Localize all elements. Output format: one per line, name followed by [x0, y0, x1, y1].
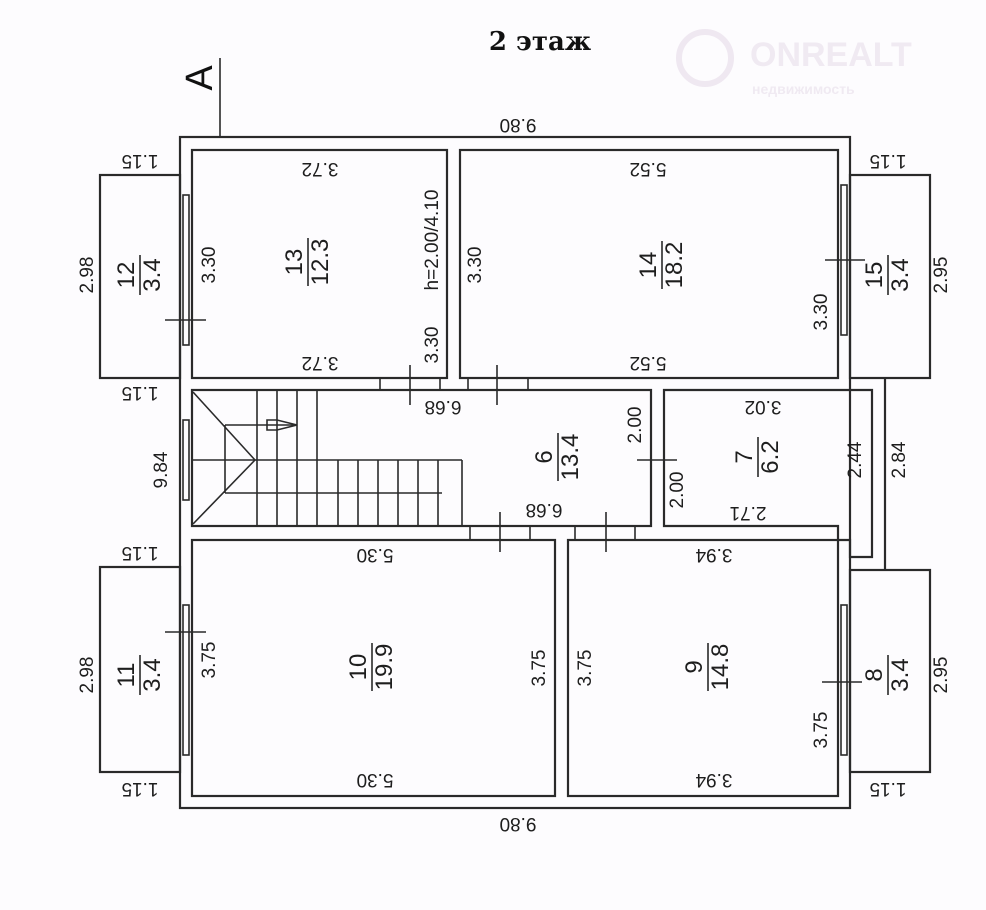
rooms-r12-area: 3.4 — [139, 258, 166, 291]
dims-r7-top: 3.02 — [745, 396, 782, 417]
dims-r7-right: 2.44 — [845, 441, 866, 478]
rooms-r12-num: 12 — [113, 262, 140, 289]
windows — [182, 184, 848, 756]
dims-r10-top: 5.30 — [357, 544, 394, 565]
dims-bal-br-bottom: 1.15 — [870, 778, 907, 799]
rooms-r6-num: 6 — [531, 450, 558, 463]
rooms-r7-area: 6.2 — [757, 440, 784, 473]
dims-bal-tl-bottom: 1.15 — [122, 382, 159, 403]
dims-r14-right: 3.30 — [811, 294, 832, 331]
balcony-8 — [848, 568, 932, 774]
rooms-r8-num: 8 — [861, 668, 888, 681]
rooms-r14-area: 18.2 — [661, 242, 688, 289]
watermark-brand: ONREALT — [750, 36, 912, 74]
dimensions: 9.80 9.80 1.15 1.15 1.15 1.15 1.15 1.15 … — [77, 114, 952, 834]
rooms-r9-area: 14.8 — [707, 644, 734, 691]
dims-bal8-len: 2.95 — [931, 657, 952, 694]
dims-r13-top: 3.72 — [302, 158, 339, 179]
watermark-tagline: недвижимость — [752, 81, 855, 97]
dims-bal15-len: 2.95 — [931, 257, 952, 294]
rooms-r6-area: 13.4 — [557, 434, 584, 481]
watermark: ONREALT недвижимость — [676, 29, 912, 97]
dims-r14-bottom: 5.52 — [630, 352, 667, 373]
dims-r13-right: 3.30 — [422, 327, 443, 364]
dims-bal12-len: 2.98 — [77, 257, 98, 294]
stair-arrow-icon — [266, 419, 298, 431]
room-13 — [190, 148, 449, 380]
axis-label: A — [179, 65, 221, 91]
rooms-r15-num: 15 — [861, 262, 888, 289]
dims-r13-height-note: h=2.00/4.10 — [422, 190, 443, 291]
dims-bal-bl-bottom: 1.15 — [122, 778, 159, 799]
rooms-r8-area: 3.4 — [887, 658, 914, 691]
dims-r7-bottom: 2.71 — [730, 502, 767, 523]
rooms-r14-num: 14 — [635, 252, 662, 279]
rooms-r11-num: 11 — [113, 663, 140, 688]
dims-bal11-len: 2.98 — [77, 657, 98, 694]
outer-wall — [178, 135, 852, 810]
room-9 — [566, 538, 840, 798]
rooms-r11-area: 3.4 — [139, 658, 166, 691]
dims-r9-left: 3.75 — [575, 650, 596, 687]
dims-r9-top: 3.94 — [695, 544, 732, 565]
dims-r13-bottom: 3.72 — [302, 352, 339, 373]
dims-bal-bl-top: 1.15 — [122, 542, 159, 563]
staircase — [192, 390, 463, 526]
dims-r7-left: 2.00 — [667, 472, 688, 509]
room-7 — [662, 388, 874, 559]
balcony-11 — [98, 565, 182, 774]
dims-r9-right: 3.75 — [811, 712, 832, 749]
rooms-r10-area: 19.9 — [371, 644, 398, 691]
rooms-r10-num: 10 — [345, 654, 372, 681]
dims-r14-top: 5.52 — [630, 158, 667, 179]
door-markers — [165, 259, 865, 683]
dims-r10-bottom: 5.30 — [357, 769, 394, 790]
dims-overall-bottom: 9.80 — [500, 813, 537, 834]
floor-title: 2 этаж — [489, 27, 591, 57]
dims-r14-left: 3.30 — [465, 247, 486, 284]
dims-r9-bottom: 3.94 — [695, 769, 732, 790]
dims-hall-top: 6.68 — [425, 396, 462, 417]
rooms-r9-num: 9 — [681, 660, 708, 673]
rooms-r13-area: 12.3 — [307, 239, 334, 286]
rooms-r13-num: 13 — [281, 249, 308, 276]
dims-r13-left: 3.30 — [199, 247, 220, 284]
dims-bal-tr-top: 1.15 — [870, 150, 907, 171]
rooms-r7-num: 7 — [731, 450, 758, 463]
dims-hall-right: 2.00 — [625, 407, 646, 444]
dims-stair-total: 9.84 — [151, 451, 172, 488]
room-6-hall — [190, 388, 653, 528]
balcony-15 — [848, 173, 932, 380]
rooms-r15-area: 3.4 — [887, 258, 914, 291]
dims-hall-bottom: 6.68 — [526, 499, 563, 520]
dims-r10-left: 3.75 — [199, 642, 220, 679]
dims-r10-right: 3.75 — [529, 650, 550, 687]
room-10 — [190, 538, 557, 798]
dims-bal-tl-top: 1.15 — [122, 150, 159, 171]
dims-overall-top: 9.80 — [500, 114, 537, 135]
dims-corridor: 2.84 — [889, 441, 910, 478]
room-14 — [458, 148, 840, 380]
balcony-12 — [98, 173, 182, 380]
